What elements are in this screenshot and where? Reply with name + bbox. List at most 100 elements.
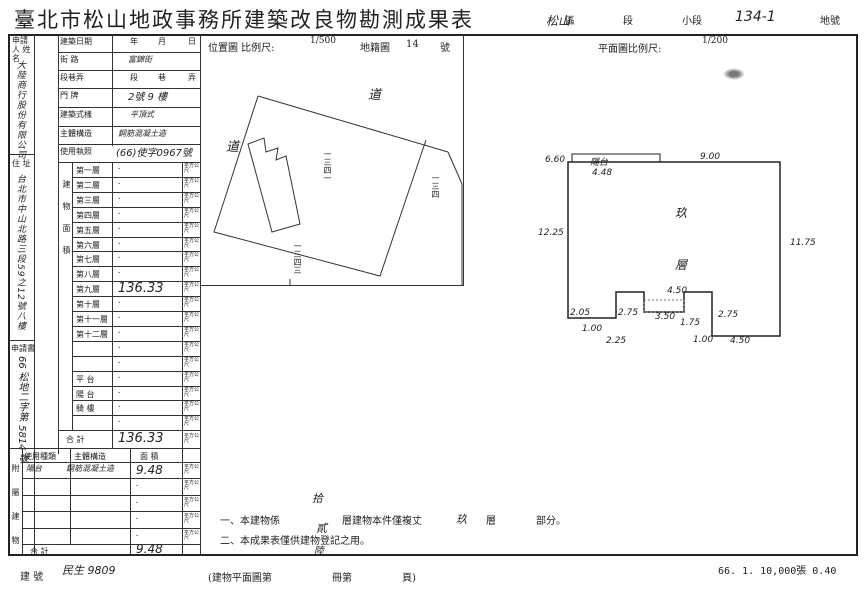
total-label: 合 計 — [66, 435, 85, 444]
location-map-title: 位置圖 比例尺: — [208, 43, 275, 54]
floor-value: . — [118, 266, 121, 276]
floor-unit: 平方公尺 — [184, 297, 200, 308]
dimension-label: 2.75 — [718, 310, 739, 320]
road-label-left: 道 — [226, 140, 240, 155]
annex-value: 9.48 — [136, 463, 163, 477]
district-label: 區 — [565, 16, 575, 27]
road-label-top: 道 — [368, 88, 382, 103]
dimension-label: 2.25 — [606, 336, 627, 346]
floor-label: 陽 台 — [76, 390, 95, 399]
lot-value: 134-1 — [735, 9, 776, 25]
note-1-prefix: 一、本建物係 — [220, 516, 280, 527]
floor-unit: 平方公尺 — [184, 163, 200, 174]
floor-unit: 平方公尺 — [184, 387, 200, 398]
page-title: 臺北市松山地政事務所建築改良物勘測成果表 — [14, 8, 474, 32]
floor-value: . — [118, 311, 121, 321]
number-value: 2號 9 樓 — [128, 92, 168, 103]
floor-plan-scale: 1/200 — [702, 36, 728, 46]
note-1-suffix: 層 — [486, 516, 496, 527]
dimension-label: 6.60 — [545, 155, 566, 165]
floor-value: . — [118, 162, 121, 172]
number-label: 門 牌 — [60, 91, 79, 100]
floor-label: 第三層 — [76, 196, 100, 205]
annex-group-label: 附屬建物 — [11, 464, 20, 560]
annex-struct-header: 主體構造 — [74, 452, 106, 461]
build-date-label: 建築日期 — [60, 37, 92, 46]
floor-unit: 平方公尺 — [184, 178, 200, 189]
floor-unit: 平方公尺 — [184, 267, 200, 278]
floor-value: . — [118, 356, 121, 366]
floor-plan-title: 平面圖比例尺: — [598, 44, 662, 55]
sheet-unit: 號 — [440, 43, 450, 54]
dimension-label: 2.75 — [618, 308, 639, 318]
annex-unit: 平方公尺 — [184, 497, 200, 508]
lane-unit: 巷 — [158, 73, 166, 82]
annex-area-header: 面 積 — [140, 452, 159, 461]
dimension-label: 4.50 — [667, 286, 688, 296]
floor-label: 第八層 — [76, 270, 100, 279]
dimension-label: 4.48 — [592, 168, 613, 178]
floor-label: 第七層 — [76, 255, 100, 264]
permit-label: 使用執照 — [60, 147, 92, 156]
applicant-name: 大陸商行股份有限公司 — [15, 60, 25, 160]
day-unit: 日 — [188, 37, 196, 46]
alley-unit: 弄 — [188, 73, 196, 82]
annex-use-header: 使用種類 — [24, 452, 56, 461]
district-value: 松山 — [546, 14, 571, 28]
floor-label: 第十一層 — [76, 315, 108, 324]
floor-value: . — [118, 415, 121, 425]
floor-label: 第一層 — [76, 166, 100, 175]
floor-value: . — [118, 326, 121, 336]
application-value: 66 松地二字第 5814 號 — [16, 356, 27, 464]
floor-value: . — [118, 371, 121, 381]
floor-unit: 平方公尺 — [184, 223, 200, 234]
floor-label: 騎 樓 — [76, 404, 95, 413]
floor-label: 第九層 — [76, 285, 100, 294]
section-label: 段 — [623, 16, 633, 27]
dimension-label: 1.75 — [680, 318, 701, 328]
floor-value: . — [118, 251, 121, 261]
street-value: 富錦街 — [128, 55, 152, 64]
floor-unit: 平方公尺 — [184, 312, 200, 323]
street-label: 街 路 — [60, 55, 79, 64]
applicant-label: 申請人 姓 名 — [12, 36, 31, 63]
floor-unit: 平方公尺 — [184, 342, 200, 353]
location-map-scale: 1/500 — [310, 36, 336, 46]
lot-a-label: 一三四一 — [323, 150, 332, 182]
annex-unit: 平方公尺 — [184, 464, 200, 475]
floor-unit: 平方公尺 — [184, 401, 200, 412]
permit-value: (66)使字0967號 — [116, 148, 192, 159]
annex-unit: 平方公尺 — [184, 513, 200, 524]
area-group-label: 建物面積 — [62, 180, 71, 268]
note-2: 二、本成果表僅供建物登記之用。 — [220, 536, 370, 547]
total-unit: 平方公尺 — [184, 433, 200, 444]
dimension-label: 12.25 — [538, 228, 564, 238]
plan-ref-end: 頁) — [402, 573, 416, 584]
building-no-value: 民生 9809 — [62, 564, 116, 577]
floor-label: 第十二層 — [76, 330, 108, 339]
annex-value: . — [136, 529, 139, 539]
note-1-floor: 玖 — [456, 513, 467, 526]
annex-value: . — [136, 496, 139, 506]
floor-value: . — [118, 296, 121, 306]
floor-value: . — [118, 400, 121, 410]
floor-label: 第十層 — [76, 300, 100, 309]
address-label: 住 址 — [12, 159, 31, 168]
annex-use: 陽台 — [26, 464, 42, 473]
floor-unit: 平方公尺 — [184, 357, 200, 368]
month-unit: 月 — [158, 37, 166, 46]
subsection-label: 小段 — [682, 16, 702, 27]
room-label-1: 玖 — [675, 206, 688, 220]
annex-value: . — [136, 479, 139, 489]
dimension-label: 11.75 — [790, 238, 816, 248]
floor-value: 136.33 — [118, 281, 164, 296]
location-map: 位置圖 比例尺: 1/500 地籍圖 14 號 道 道 一三四一 一三四 一三四… — [200, 34, 464, 286]
floor-value: . — [118, 192, 121, 202]
floor-unit: 平方公尺 — [184, 372, 200, 383]
note-1-middle: 層建物本件僅複丈 — [342, 516, 422, 527]
lot-b-label: 一三四 — [431, 174, 440, 198]
stamp-mark — [723, 68, 745, 80]
main-structure-label: 主體構造 — [60, 129, 92, 138]
lane-label: 段巷弄 — [60, 73, 84, 82]
lot-c-label: 一三四三 — [293, 242, 302, 274]
